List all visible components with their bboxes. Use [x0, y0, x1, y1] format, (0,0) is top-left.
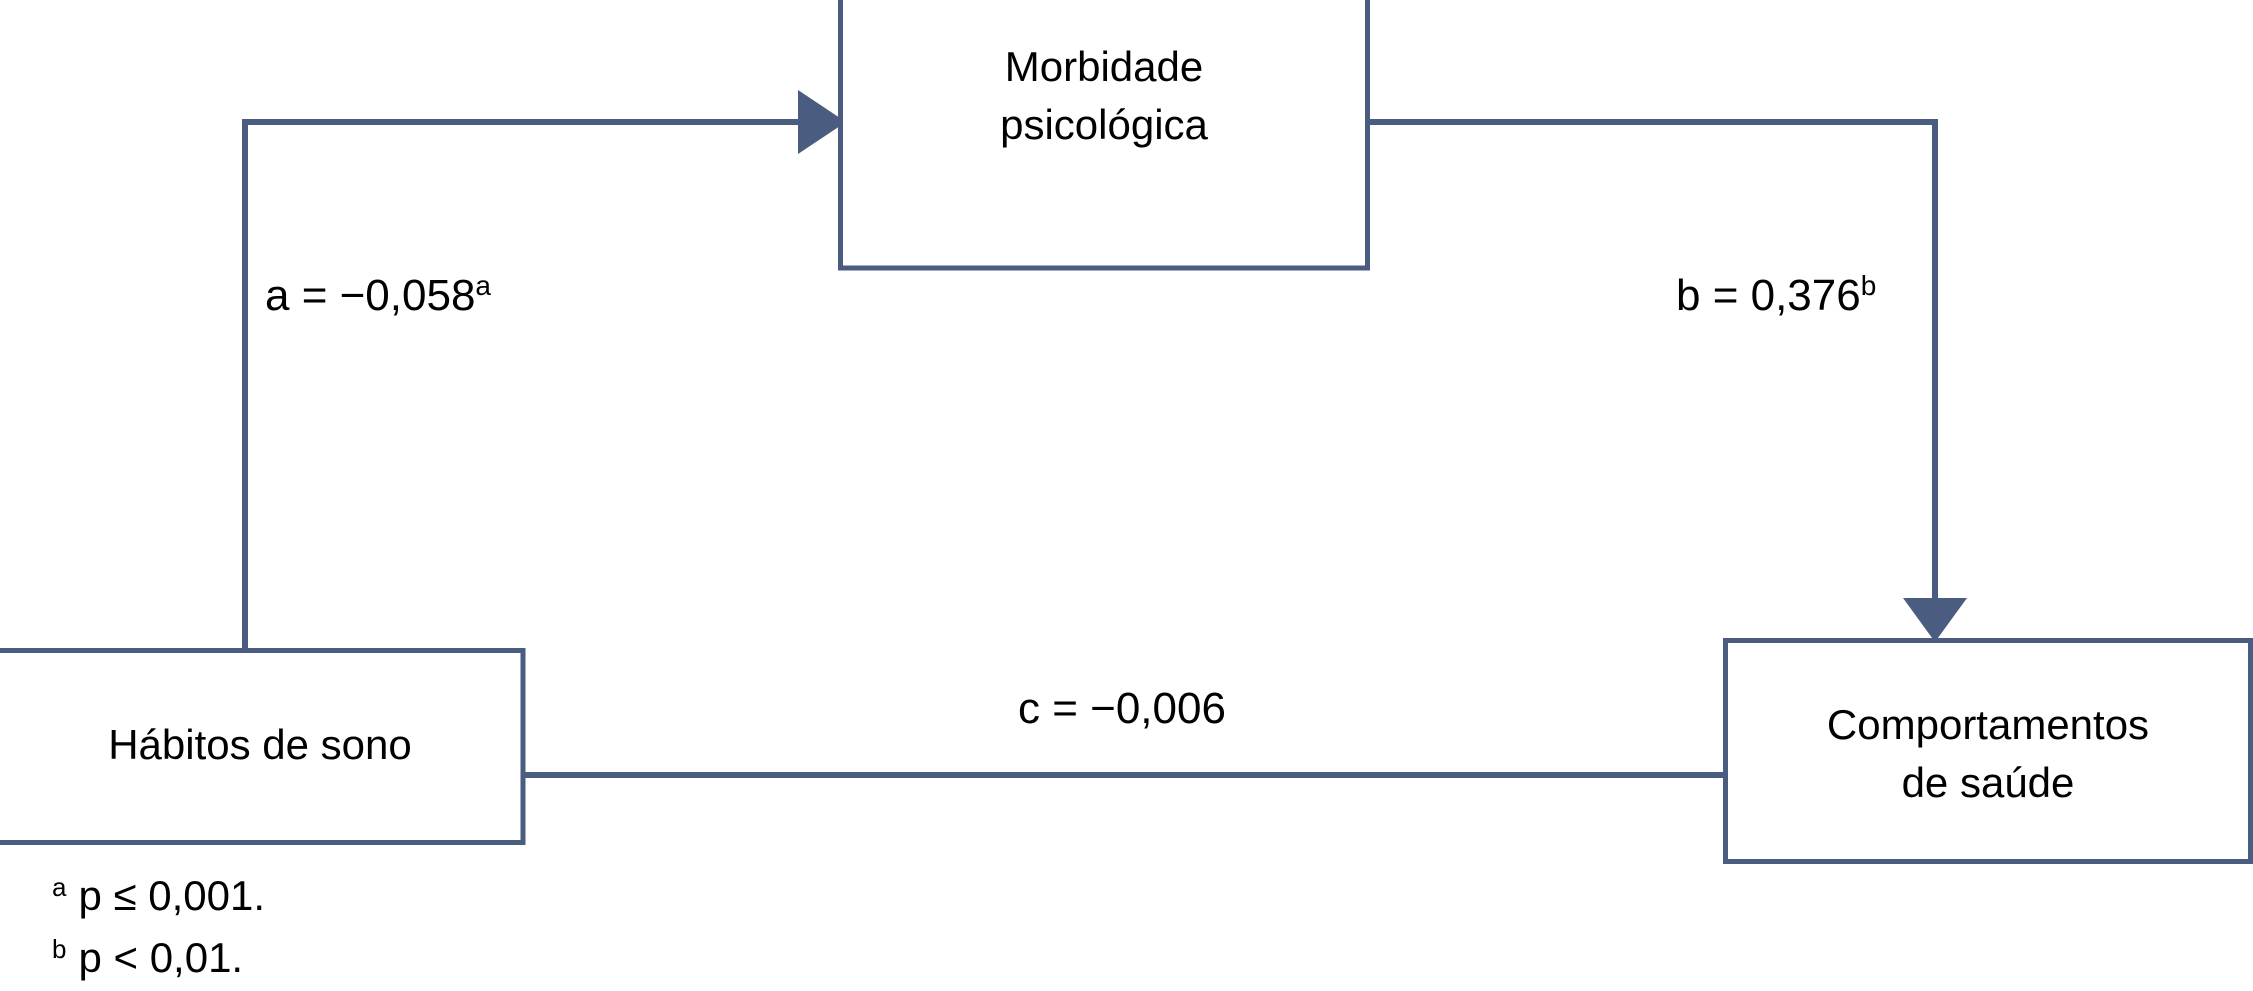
node-morbidade-psicologica-box[interactable]	[838, 0, 1370, 271]
node-habitos-de-sono[interactable]: Hábitos de sono	[0, 648, 526, 845]
path-a-significance-superscript: a	[475, 270, 491, 301]
path-c-coefficient-value: c = −0,006	[1018, 684, 1226, 733]
path-b-polyline	[1368, 119, 1938, 600]
footnote-1-text: p < 0,01.	[78, 934, 243, 981]
path-b-significance-superscript: b	[1861, 270, 1877, 301]
node-morbidade-psicologica-label-line2: psicológica	[1000, 101, 1208, 148]
path-b-coefficient-value: b = 0,376	[1676, 271, 1861, 320]
node-comportamentos-de-saude-box[interactable]	[1723, 638, 2253, 864]
path-c-label-group: c = −0,006	[1018, 684, 1226, 733]
node-morbidade-psicologica[interactable]: Morbidade psicológica	[838, 0, 1370, 271]
path-b-label-group: b = 0,376b	[1676, 270, 1876, 321]
path-a-group	[242, 90, 846, 648]
node-habitos-de-sono-box[interactable]	[0, 648, 526, 845]
footnote-0-text: p ≤ 0,001.	[78, 872, 265, 919]
node-morbidade-psicologica-label-line1: Morbidade	[1005, 43, 1203, 90]
path-a-label-group: a = −0,058a	[265, 270, 491, 321]
path-b-arrowhead-icon	[1903, 598, 1967, 642]
node-comportamentos-de-saude-label-line1: Comportamentos	[1827, 701, 2149, 748]
path-a-polyline	[242, 119, 800, 648]
footnotes-group: a p ≤ 0,001. b p < 0,01.	[52, 872, 265, 981]
footnote-1: b p < 0,01.	[52, 934, 243, 981]
node-comportamentos-de-saude[interactable]: Comportamentos de saúde	[1723, 638, 2253, 864]
path-b-group	[1368, 119, 1967, 642]
path-c-coefficient-label: c = −0,006	[1018, 684, 1226, 733]
path-a-coefficient-value: a = −0,058	[265, 271, 475, 320]
path-a-coefficient-label: a = −0,058a	[265, 270, 491, 321]
node-habitos-de-sono-label-line1: Hábitos de sono	[108, 721, 412, 768]
path-b-coefficient-label: b = 0,376b	[1676, 270, 1876, 321]
footnote-1-marker: b	[52, 934, 66, 964]
node-comportamentos-de-saude-label-line2: de saúde	[1902, 759, 2075, 806]
path-a-arrowhead-icon	[798, 90, 846, 154]
footnote-0-marker: a	[52, 872, 67, 902]
footnote-0: a p ≤ 0,001.	[52, 872, 265, 919]
